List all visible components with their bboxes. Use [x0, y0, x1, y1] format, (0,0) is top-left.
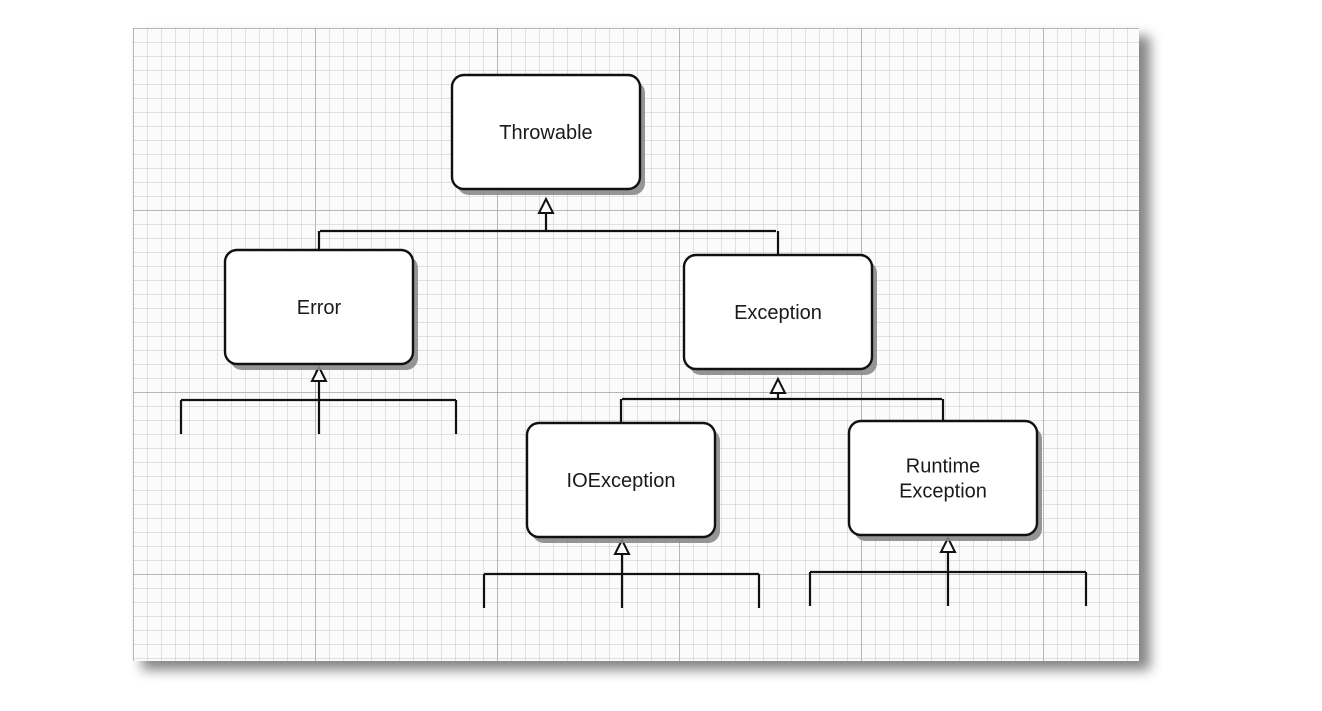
- edges-layer: [179, 196, 1088, 608]
- node-box-ioexception: [525, 421, 717, 539]
- inheritance-arrow-error-icon: [310, 364, 328, 382]
- inheritance-arrow-ioexception-icon: [613, 537, 631, 555]
- inheritance-arrow-throwable-icon: [537, 196, 555, 214]
- node-label-runtime-exception-line-0: Runtime: [906, 456, 980, 478]
- node-throwable: Throwable: [450, 73, 645, 195]
- node-ioexception: IOException: [525, 421, 720, 543]
- node-label-runtime-exception-line-1: Exception: [899, 481, 987, 503]
- inheritance-arrow-exception-icon: [769, 376, 787, 394]
- node-box-throwable: [450, 73, 642, 191]
- node-box-runtime-exception: [847, 419, 1039, 537]
- node-label-exception: Exception: [734, 302, 822, 324]
- inheritance-arrow-runtime-exception-icon: [939, 535, 957, 553]
- node-label-throwable: Throwable: [499, 122, 592, 144]
- node-label-error: Error: [297, 297, 342, 319]
- node-exception: Exception: [682, 253, 877, 375]
- node-label-ioexception: IOException: [567, 470, 676, 492]
- node-box-error: [223, 248, 415, 366]
- node-error: Error: [223, 248, 418, 370]
- node-box-exception: [682, 253, 874, 371]
